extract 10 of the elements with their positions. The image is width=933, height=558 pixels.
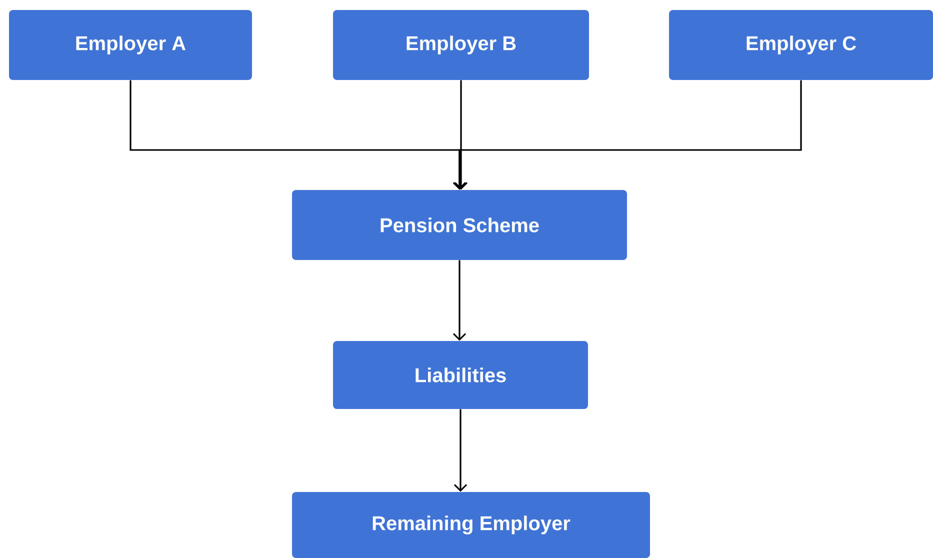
process-box: Employer A [9, 10, 252, 80]
process-box: Liabilities [333, 341, 588, 409]
arrow [454, 80, 468, 190]
process-box: Remaining Employer [292, 492, 650, 558]
arrow [452, 260, 466, 341]
arrow [452, 80, 802, 190]
process-box: Employer B [333, 10, 589, 80]
process-box: Employer C [669, 10, 933, 80]
arrow [454, 409, 468, 492]
process-box: Pension Scheme [292, 190, 627, 260]
